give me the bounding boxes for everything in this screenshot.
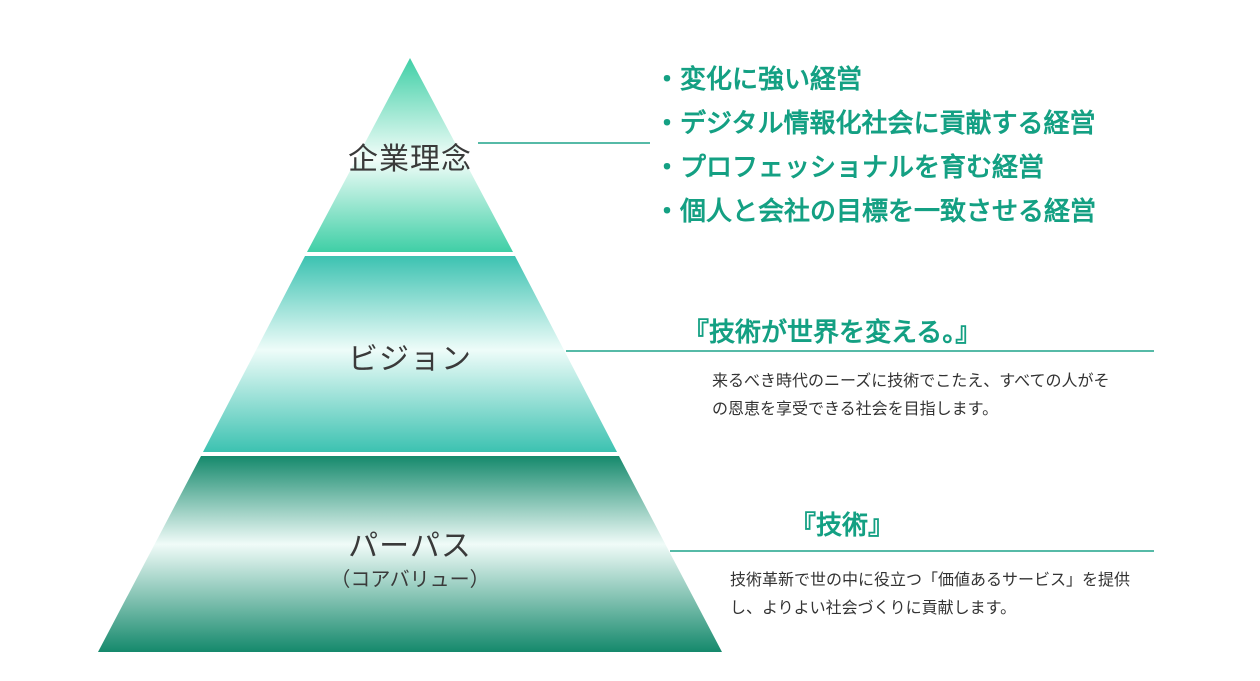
- tier-label-philosophy: 企業理念: [348, 142, 472, 177]
- tier-label-vision: ビジョン: [348, 342, 472, 377]
- tier-sublabel-purpose: （コアバリュー）: [330, 567, 490, 591]
- pyramid-tier-vision: [203, 256, 617, 452]
- vision-description: 来るべき時代のニーズに技術でこたえ、すべての人がそ の恩恵を享受できる社会を目指…: [712, 367, 1109, 423]
- vision-description-line-1: 来るべき時代のニーズに技術でこたえ、すべての人がそ: [712, 371, 1110, 390]
- purpose-heading: 『技術』: [790, 511, 895, 541]
- purpose-description-line-2: し、よりよい社会づくりに貢献します。: [730, 598, 1017, 617]
- philosophy-item: デジタル情報化社会に貢献する経営: [660, 102, 1096, 146]
- philosophy-item: プロフェッショナルを育む経営: [660, 146, 1096, 190]
- pyramid-tier-purpose: [98, 456, 722, 652]
- tier-label-purpose: パーパス: [348, 529, 472, 564]
- vision-heading: 『技術が世界を変える。』: [683, 318, 982, 348]
- pyramid-tier-philosophy: [307, 58, 513, 252]
- vision-description-line-2: の恩恵を享受できる社会を目指します。: [712, 399, 999, 418]
- purpose-description: 技術革新で世の中に役立つ「価値あるサービス」を提供 し、よりよい社会づくりに貢献…: [730, 566, 1130, 622]
- purpose-description-line-1: 技術革新で世の中に役立つ「価値あるサービス」を提供: [730, 570, 1131, 589]
- philosophy-list: 変化に強い経営 デジタル情報化社会に貢献する経営 プロフェッショナルを育む経営 …: [660, 58, 1096, 234]
- philosophy-item: 変化に強い経営: [660, 58, 1096, 102]
- philosophy-item: 個人と会社の目標を一致させる経営: [660, 190, 1096, 234]
